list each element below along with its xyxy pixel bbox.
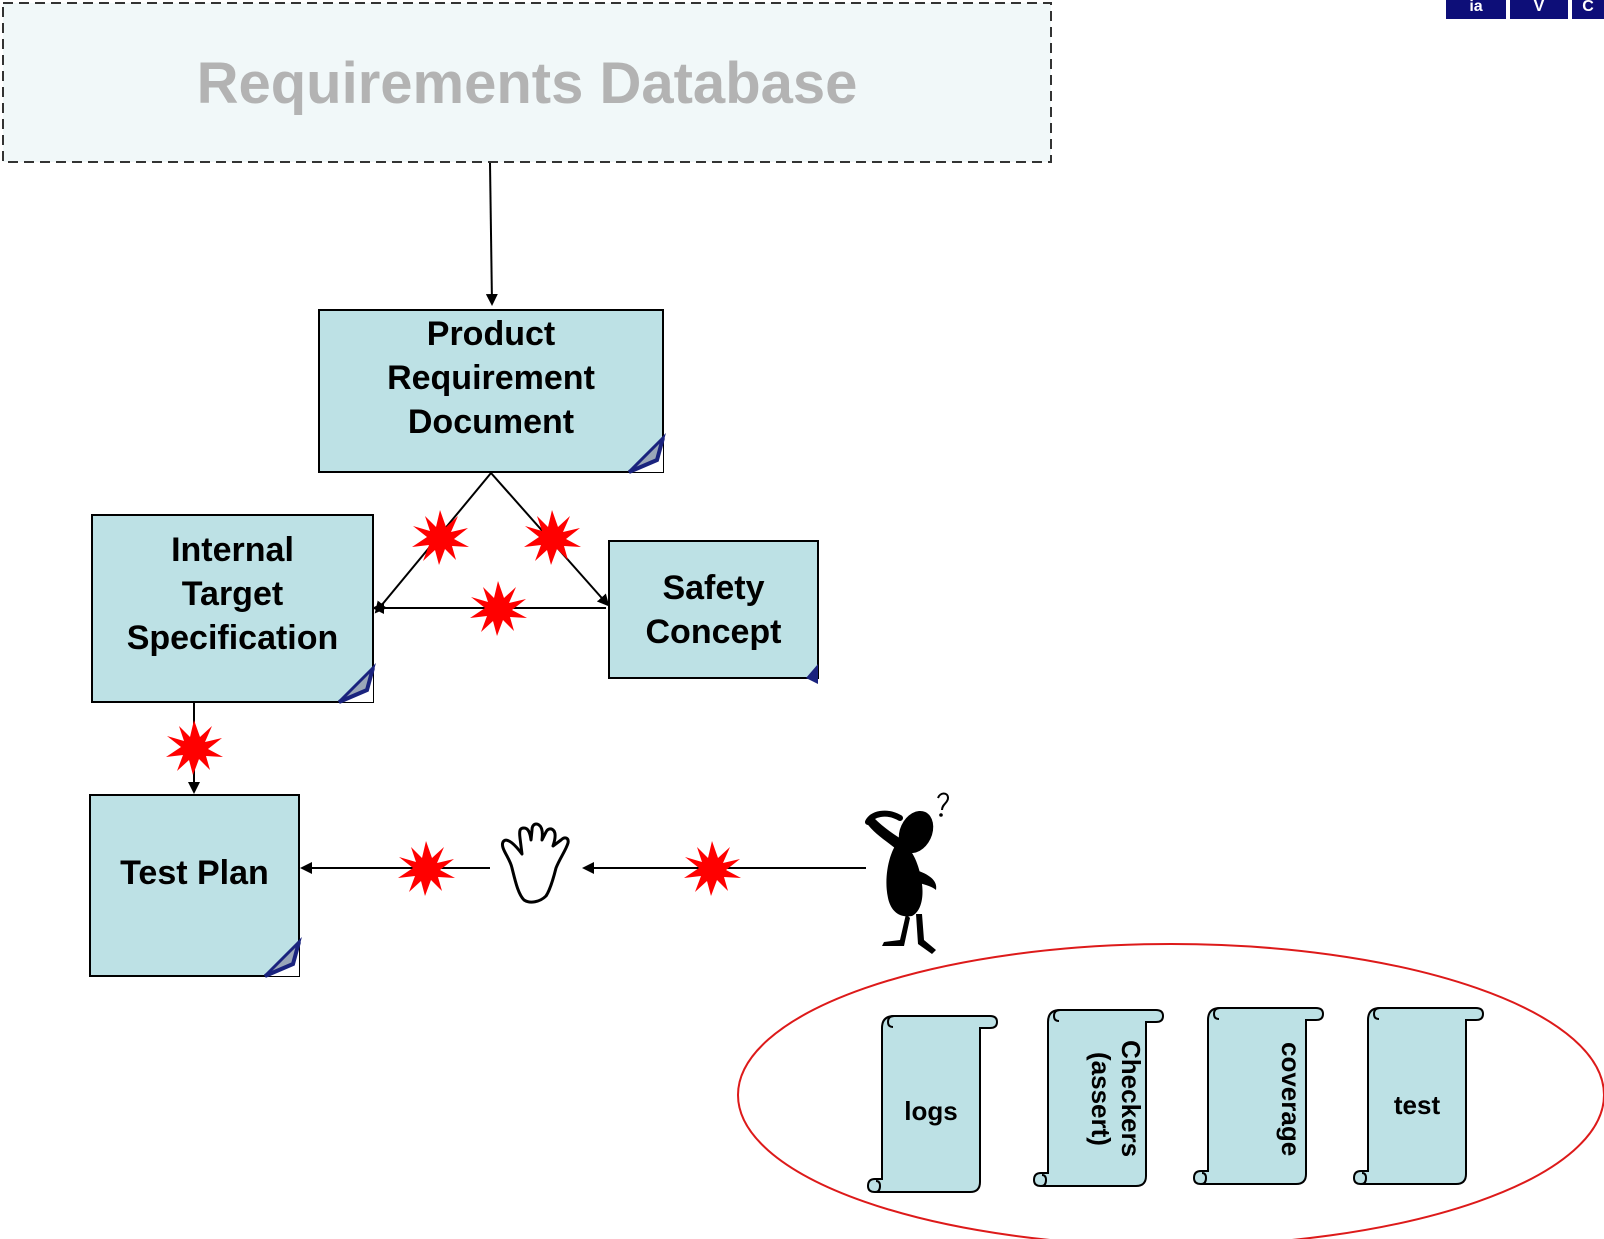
document-its (91, 514, 375, 704)
scroll-coverage (1192, 1007, 1325, 1185)
requirements-database-box (2, 2, 1052, 163)
question-mark-icon (937, 792, 950, 811)
document-testplan (89, 794, 301, 978)
testplan-label: Test Plan (120, 854, 269, 892)
logs-label: logs (904, 1096, 958, 1126)
document-fold-icon (806, 664, 818, 684)
stop-hand-icon (500, 822, 570, 904)
red-burst-icon (524, 510, 581, 565)
document-prd (318, 309, 665, 474)
coverage-label: coverage (1276, 1041, 1306, 1157)
db-to-prd-arrow (485, 162, 498, 306)
test-label: test (1393, 1090, 1441, 1120)
document-safety (608, 540, 819, 684)
scroll-logs (866, 1015, 999, 1193)
scroll-checkers (1032, 1009, 1165, 1187)
safety-label: Safety Concept (645, 569, 782, 651)
logo-block-c: C (1572, 0, 1604, 19)
scroll-test (1352, 1007, 1485, 1185)
red-burst-icon (166, 720, 223, 775)
logo-block-v: V (1510, 0, 1568, 19)
its-label: Internal Target Specification (126, 531, 339, 657)
database-title: Requirements Database (196, 51, 858, 116)
artifacts-ellipse (737, 943, 1604, 1239)
confused-person-icon (865, 792, 950, 954)
prd-label: Product Requirement Document (387, 315, 595, 441)
logo: ia V C (1404, 0, 1604, 19)
logo-block-ia: ia (1446, 0, 1506, 19)
checkers-label: Checkers (assert) (1086, 1040, 1146, 1158)
